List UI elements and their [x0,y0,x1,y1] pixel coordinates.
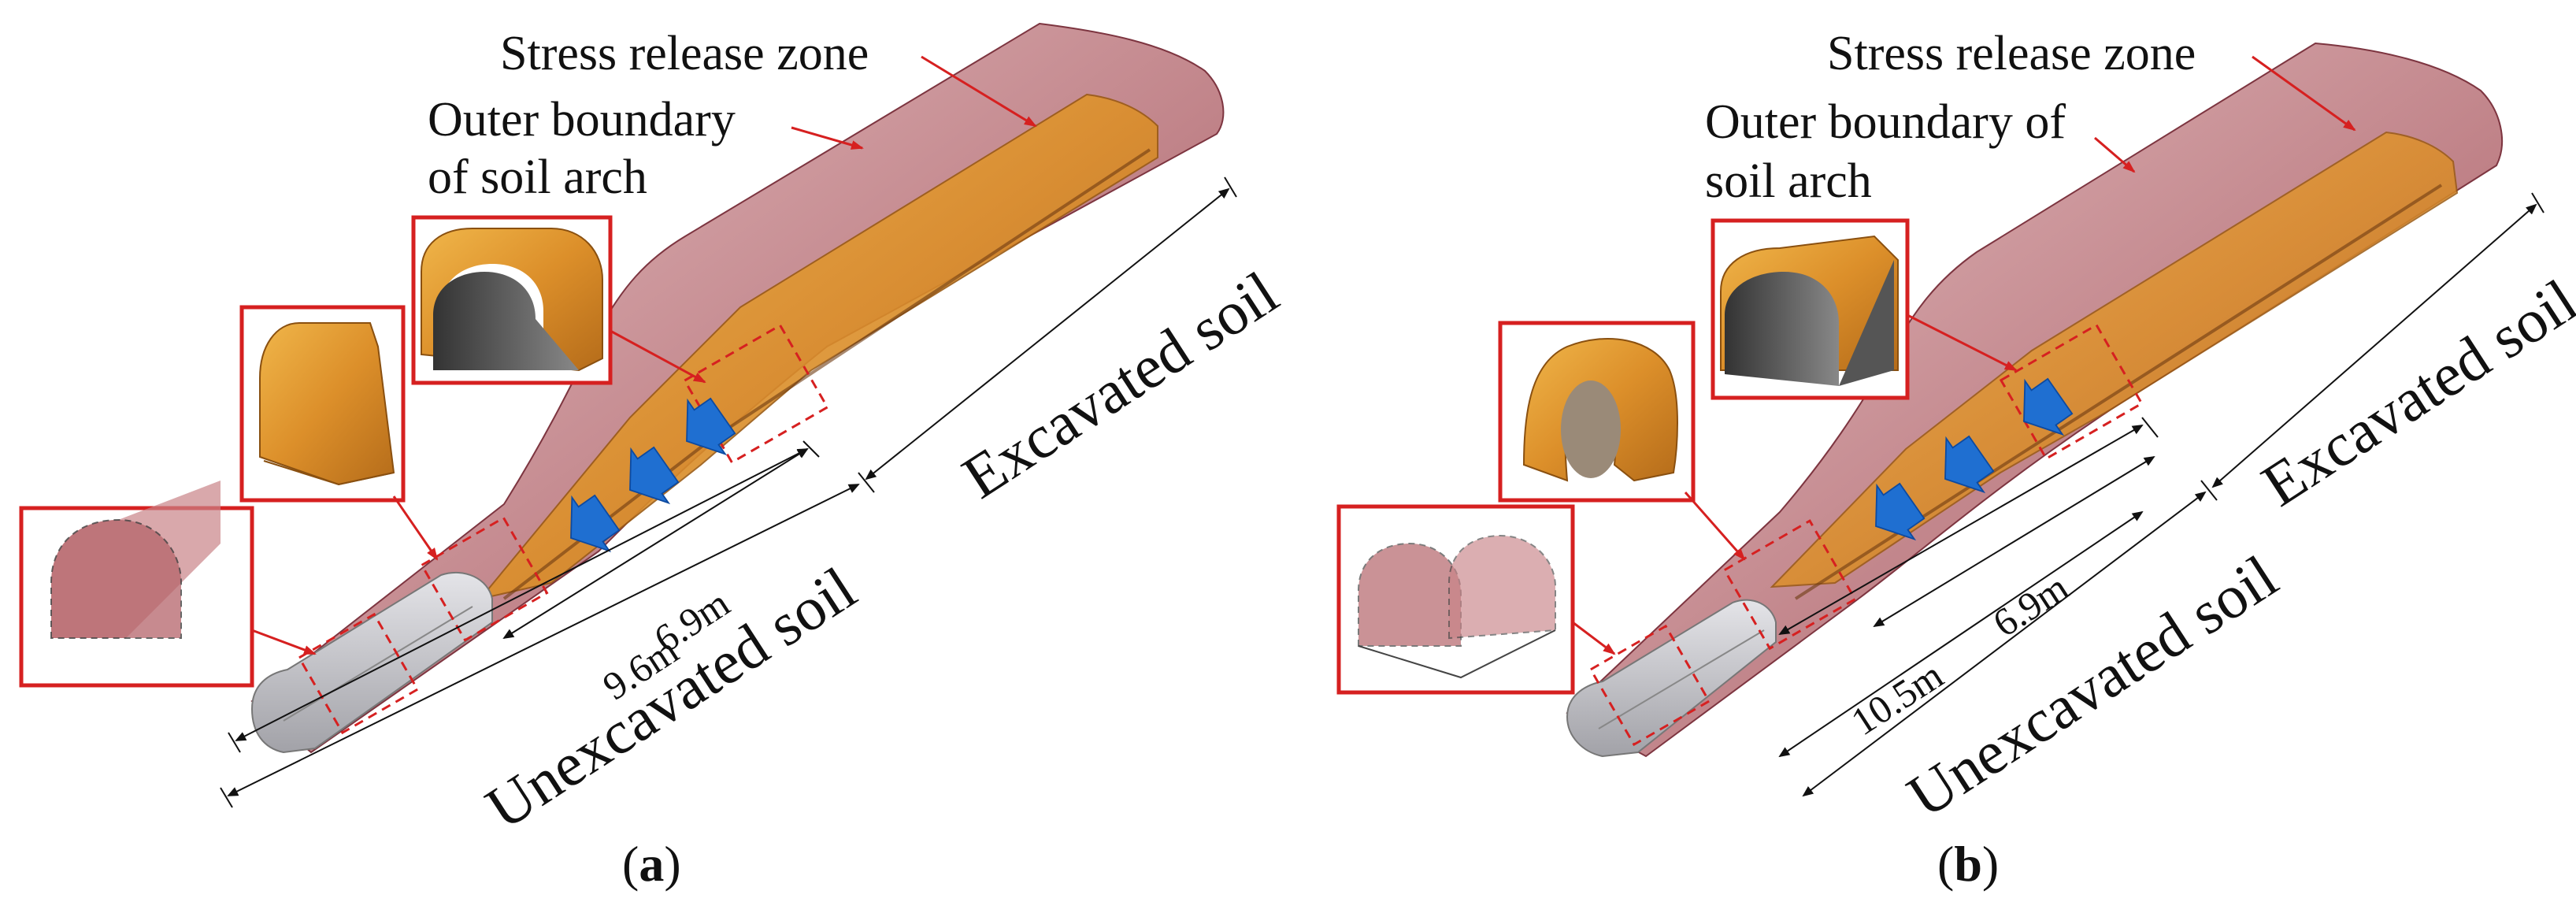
panel-b: Stress release zone Outer boundary of so… [1336,27,2576,892]
panel-a: Stress release zone Outer boundary of so… [19,22,1290,892]
excavated-label-b: Excavated soil [2250,265,2576,519]
dim-inner-b: 6.9m [1985,565,2076,645]
inset-b-soil-arch [1498,321,1696,503]
dimension-lines-b [1778,192,2544,797]
panel-caption-b: (b) [1937,836,1999,892]
unexcavated-label-b: Unexcavated soil [1896,542,2289,831]
inset-a-excavated [411,215,613,385]
outer-boundary-label-b-1: Outer boundary of [1705,95,2066,149]
inset-b-unexcavated [1336,504,1575,695]
inset-a-soil-arch [239,305,406,503]
inset-b-excavated [1711,218,1910,400]
callout-box-b1 [1588,624,1711,747]
outer-boundary-label-a-2: of soil arch [428,150,647,204]
stress-release-label-a: Stress release zone [500,27,869,80]
outer-boundary-label-a-1: Outer boundary [428,93,736,147]
outer-boundary-label-b-2: soil arch [1705,154,1872,208]
dimension-lines-a [220,176,1237,808]
stress-release-label-b: Stress release zone [1827,27,2196,80]
excavated-label-a: Excavated soil [951,258,1290,511]
dim-outer-b: 10.5m [1843,652,1951,744]
panel-caption-a: (a) [622,836,681,892]
inset-a-unexcavated [19,481,254,688]
